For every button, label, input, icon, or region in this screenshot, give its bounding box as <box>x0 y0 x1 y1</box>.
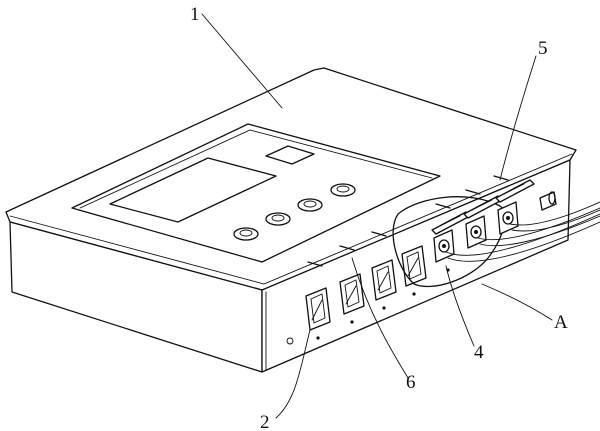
indicator-window <box>265 145 315 165</box>
leader-a <box>481 283 553 321</box>
knob-1 <box>233 227 259 241</box>
switch-row <box>305 245 427 340</box>
knob-4 <box>330 183 356 197</box>
knob-row <box>233 183 356 241</box>
control-panel <box>71 123 441 263</box>
connector-2 <box>465 215 487 249</box>
leader-5 <box>499 55 537 181</box>
label-detail: A <box>554 312 568 333</box>
leader-1 <box>201 13 283 109</box>
display-screen <box>109 157 277 223</box>
panel-inner-edge <box>79 129 433 209</box>
rocker-switch-3 <box>371 259 397 310</box>
screw-hole <box>286 337 294 345</box>
label-indicator: 6 <box>406 372 416 393</box>
cables <box>445 201 600 262</box>
rocker-switch-2 <box>339 273 365 324</box>
detail-circle-a <box>392 196 506 288</box>
reference-labels: 1 2 6 4 5 A <box>190 4 568 431</box>
side-post <box>539 191 557 211</box>
leader-6 <box>351 257 409 379</box>
rocker-switch-1 <box>305 287 331 340</box>
knob-2 <box>265 212 291 226</box>
label-connector: 4 <box>474 342 484 363</box>
indicator-marks <box>307 175 509 267</box>
cable-clip-3 <box>495 179 535 203</box>
rocker-switch-4 <box>401 245 427 296</box>
leader-2 <box>275 329 311 419</box>
leader-lines <box>201 13 553 419</box>
label-cable-tie: 5 <box>538 38 548 59</box>
label-housing: 1 <box>190 4 200 25</box>
panel-recess <box>71 123 441 263</box>
cable-clips <box>431 179 535 235</box>
knob-3 <box>297 198 323 212</box>
connector-3 <box>497 201 519 235</box>
label-switch: 2 <box>260 412 270 431</box>
leader-4 <box>445 265 475 347</box>
